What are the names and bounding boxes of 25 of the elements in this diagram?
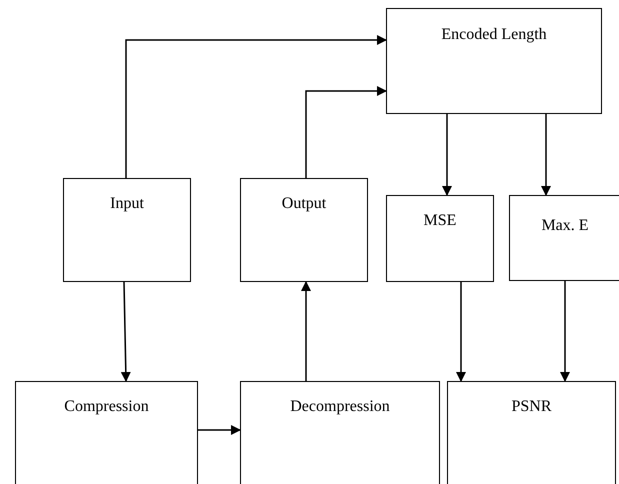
arrow: [125, 35, 387, 178]
arrow: [456, 282, 466, 382]
arrow: [198, 425, 241, 435]
box-label: MSE: [424, 212, 456, 230]
box-label: Input: [110, 195, 144, 213]
process-box: [386, 8, 602, 114]
arrow: [301, 281, 311, 381]
arrow: [560, 281, 570, 382]
box-label: Output: [282, 195, 326, 213]
box-label: Decompression: [290, 398, 390, 416]
process-box: [63, 178, 191, 282]
box-label: Encoded Length: [441, 26, 547, 44]
box-label: PSNR: [511, 398, 552, 416]
box-label: Max. E: [541, 217, 589, 235]
box-label: Compression: [64, 398, 149, 416]
process-box: [447, 381, 616, 484]
process-box: [240, 178, 368, 282]
arrow: [305, 86, 387, 178]
process-box: [15, 381, 198, 484]
process-box: [240, 381, 440, 484]
process-box: [386, 195, 494, 282]
arrow: [120, 282, 131, 382]
process-box: [509, 195, 619, 281]
arrow: [541, 114, 551, 196]
arrow: [442, 114, 452, 196]
